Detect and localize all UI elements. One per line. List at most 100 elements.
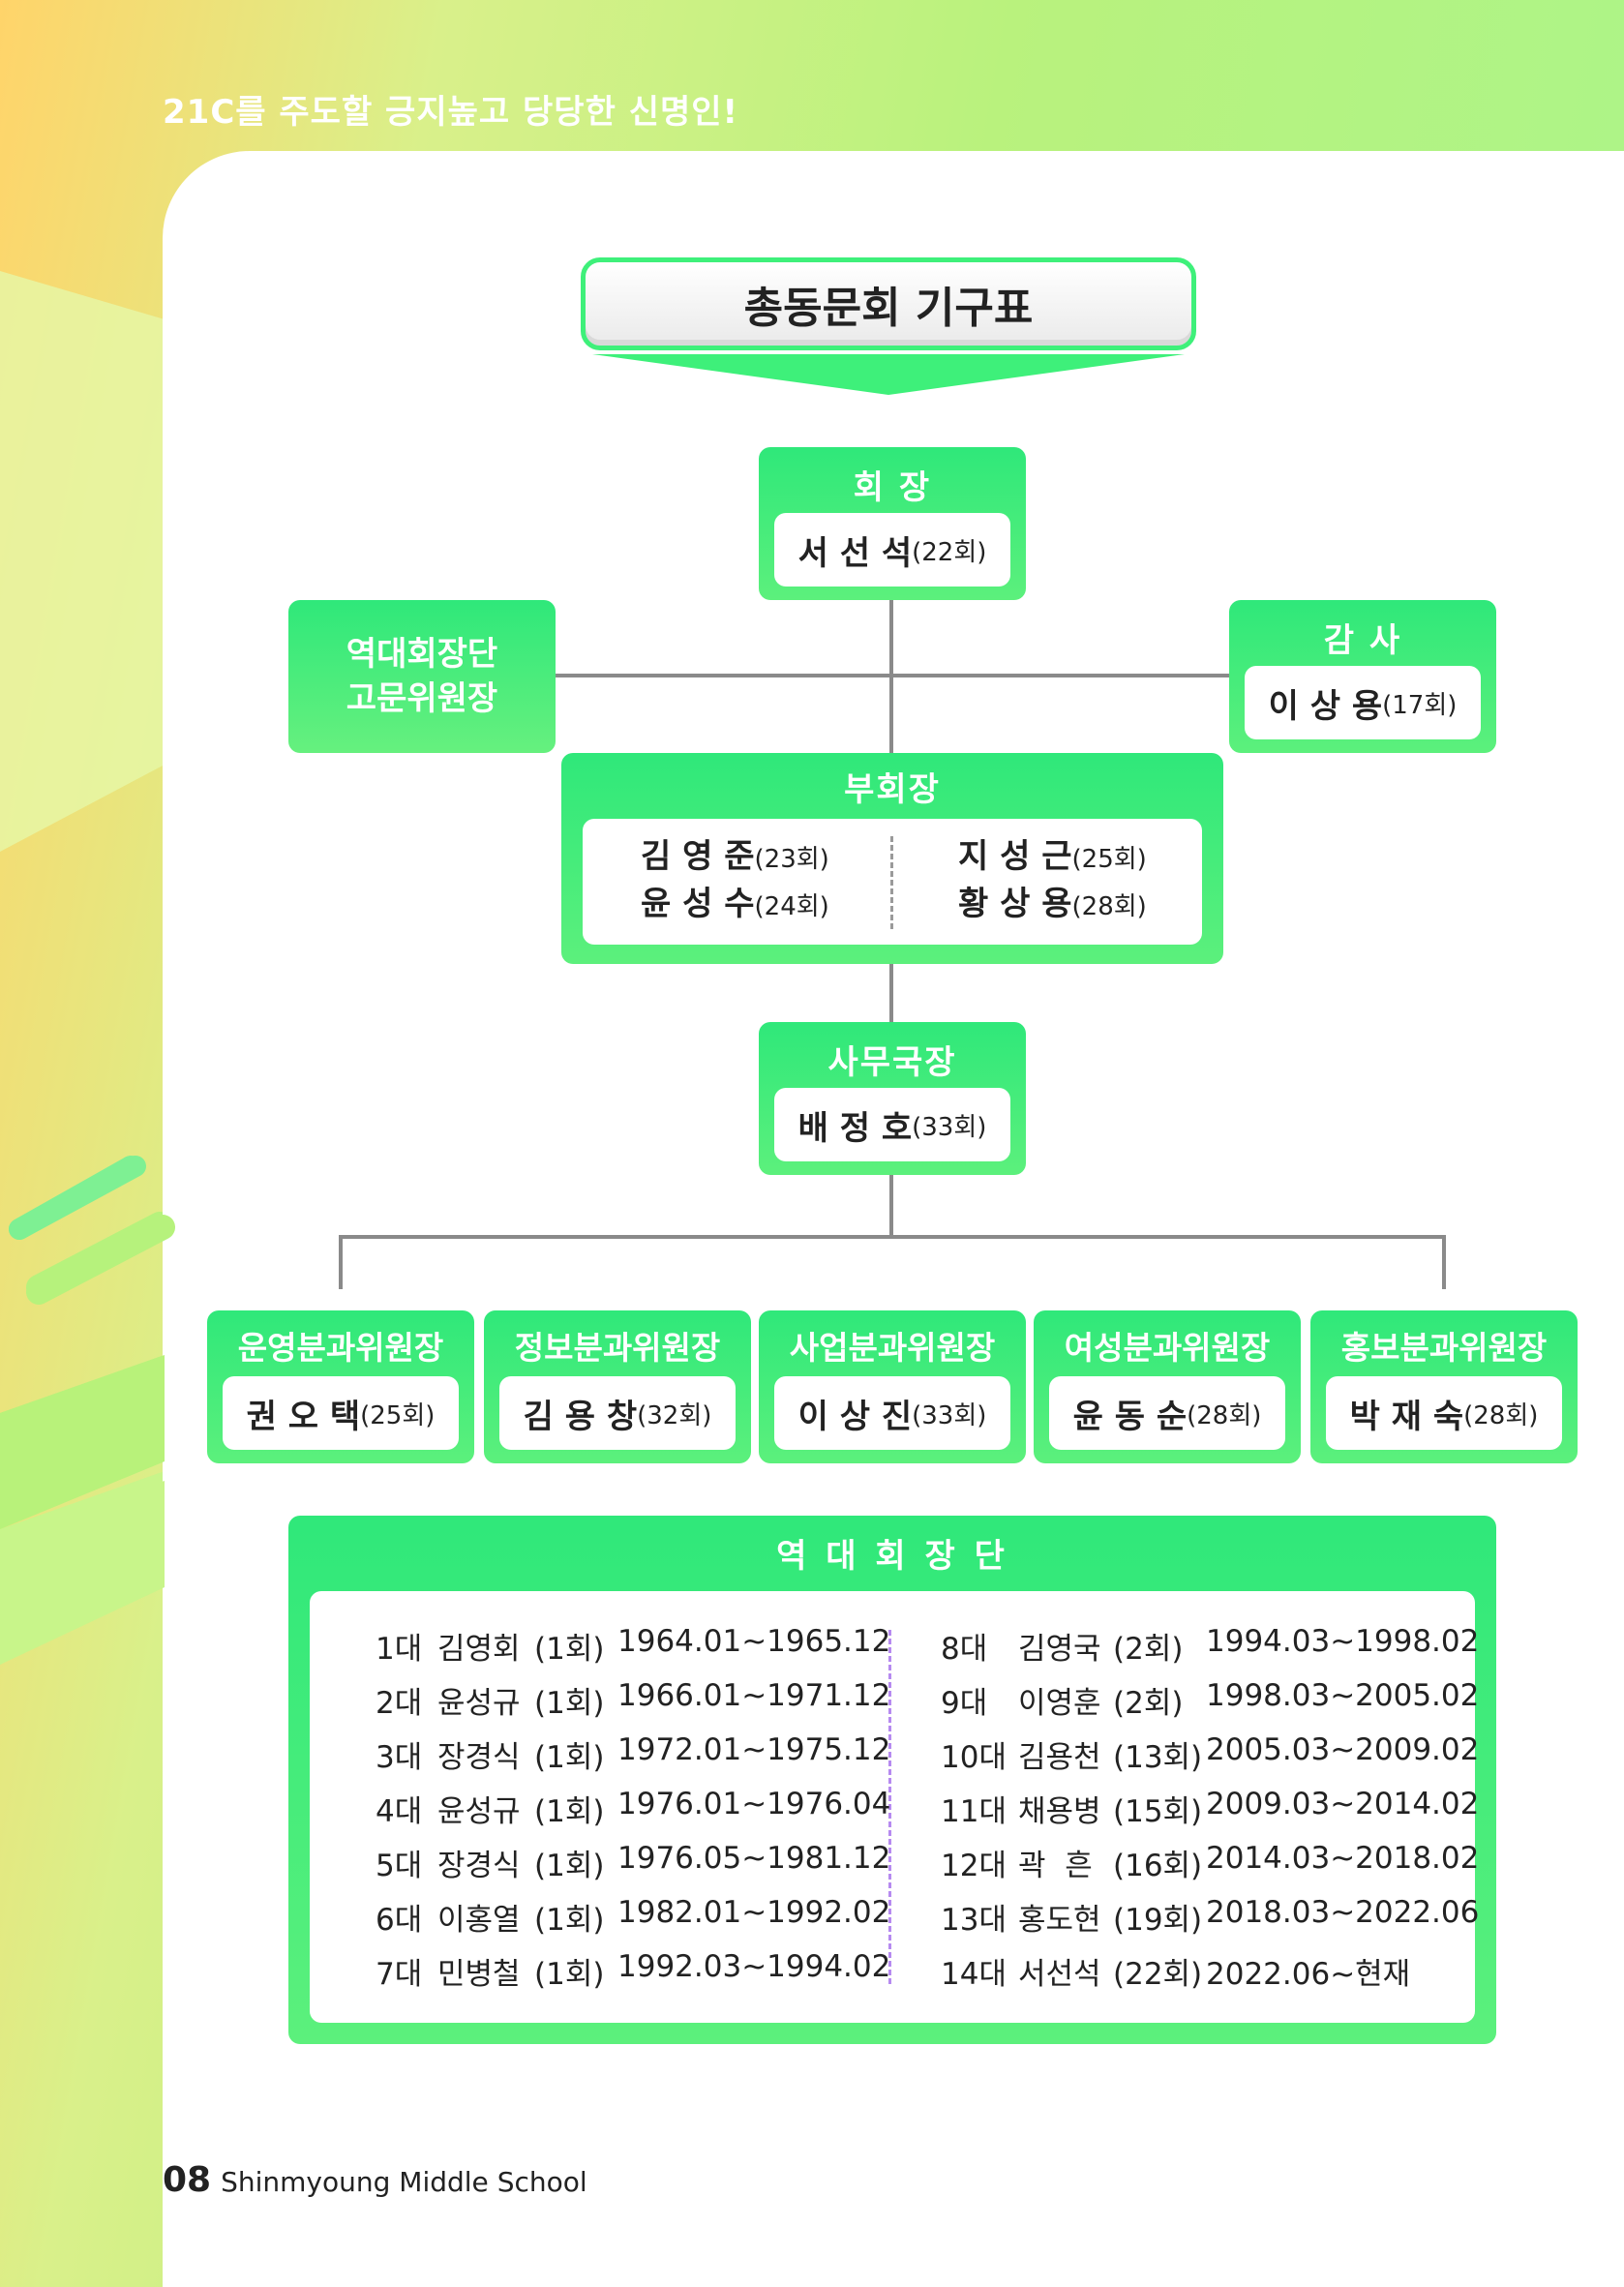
vice-left-row: 윤 성 수(24회) <box>641 882 829 929</box>
secretary-label: 사무국장 <box>827 1043 957 1082</box>
vice-name: 지 성 근 <box>958 837 1072 876</box>
secretary-box: 사무국장 배 정 호(33회) <box>759 1022 1026 1175</box>
vice-left-row: 김 영 준(23회) <box>641 834 829 882</box>
auditor-label: 감 사 <box>1323 621 1402 660</box>
history-class: (2회) <box>1113 1632 1184 1667</box>
connector-committee-left <box>339 1235 343 1289</box>
committee-box: 여성분과위원장 윤 동 순(28회) <box>1034 1310 1301 1463</box>
auditor-box: 감 사 이 상 용(17회) <box>1229 600 1496 753</box>
history-period: 1992.03~1994.02 <box>617 1949 891 1984</box>
left-stripe-front-2 <box>0 1481 165 1665</box>
vice-term: (23회) <box>754 845 829 874</box>
history-class: (19회) <box>1113 1903 1203 1938</box>
history-name: 민병철 <box>437 1957 521 1992</box>
history-box: 역 대 회 장 단 <box>288 1516 1496 2044</box>
history-gen: 8대 <box>941 1632 988 1667</box>
history-gen: 9대 <box>941 1686 988 1721</box>
committee-name: 윤 동 순 <box>1072 1397 1188 1436</box>
advisor-line1: 역대회장단 <box>346 635 498 674</box>
history-class: (1회) <box>534 1849 605 1883</box>
history-class: (1회) <box>534 1632 605 1667</box>
committee-name: 이 상 진 <box>797 1397 913 1436</box>
history-class: (13회) <box>1113 1740 1203 1775</box>
history-name: 곽 흔 <box>1018 1849 1093 1883</box>
president-label: 회 장 <box>853 468 932 507</box>
history-name: 채용병 <box>1018 1794 1101 1829</box>
committee-term: (25회) <box>360 1400 436 1430</box>
history-gen: 14대 <box>941 1957 1007 1992</box>
history-gen: 2대 <box>376 1686 423 1721</box>
history-period: 2022.06~현재 <box>1206 1957 1411 1992</box>
connector-committee-right <box>1442 1235 1446 1289</box>
history-class: (1회) <box>534 1957 605 1992</box>
history-name: 장경식 <box>437 1740 521 1775</box>
committee-name-card: 윤 동 순(28회) <box>1049 1376 1285 1450</box>
history-name: 이영훈 <box>1018 1686 1101 1721</box>
history-name: 김영국 <box>1018 1632 1101 1667</box>
left-dash-front-1 <box>9 1156 146 1240</box>
president-term: (22회) <box>912 537 987 567</box>
history-class: (16회) <box>1113 1849 1203 1883</box>
history-gen: 6대 <box>376 1903 423 1938</box>
vice-president-card: 김 영 준(23회) 윤 성 수(24회) 지 성 근(25회) 황 상 용(2… <box>583 819 1202 945</box>
vice-name: 황 상 용 <box>958 885 1072 923</box>
committee-label: 정보분과위원장 <box>514 1329 721 1367</box>
secretary-name-card: 배 정 호(33회) <box>774 1088 1010 1161</box>
history-name: 장경식 <box>437 1849 521 1883</box>
vice-left-column: 김 영 준(23회) 윤 성 수(24회) <box>641 834 829 929</box>
connector-advisor-auditor <box>556 674 1229 677</box>
vice-right-row: 지 성 근(25회) <box>958 834 1147 882</box>
history-class: (1회) <box>534 1794 605 1829</box>
history-gen: 3대 <box>376 1740 423 1775</box>
title-arrow <box>592 354 1185 395</box>
history-gen: 11대 <box>941 1794 1007 1829</box>
committee-term: (28회) <box>1463 1400 1539 1430</box>
history-period: 2014.03~2018.02 <box>1206 1841 1480 1876</box>
history-class: (15회) <box>1113 1794 1203 1829</box>
president-name: 서 선 석 <box>797 533 913 573</box>
history-gen: 10대 <box>941 1740 1007 1775</box>
vice-divider <box>890 836 893 929</box>
committee-label: 여성분과위원장 <box>1064 1329 1271 1367</box>
history-period: 1998.03~2005.02 <box>1206 1678 1480 1713</box>
history-divider <box>888 1630 891 1984</box>
history-class: (1회) <box>534 1686 605 1721</box>
header-tagline: 21C를 주도할 긍지높고 당당한 신명인! <box>163 93 739 132</box>
vice-right-row: 황 상 용(28회) <box>958 882 1147 929</box>
left-dash-front-2 <box>26 1215 175 1305</box>
history-name: 홍도현 <box>1018 1903 1101 1938</box>
committee-box: 홍보분과위원장 박 재 숙(28회) <box>1310 1310 1578 1463</box>
committee-label: 사업분과위원장 <box>789 1329 996 1367</box>
history-name: 윤성규 <box>437 1794 521 1829</box>
secretary-term: (33회) <box>912 1112 987 1142</box>
left-stripe-front-1 <box>0 1355 165 1529</box>
history-name: 윤성규 <box>437 1686 521 1721</box>
vice-term: (25회) <box>1071 845 1147 874</box>
history-period: 1966.01~1971.12 <box>617 1678 891 1713</box>
committee-label: 운영분과위원장 <box>237 1329 444 1367</box>
vice-name: 김 영 준 <box>641 837 755 876</box>
secretary-name: 배 정 호 <box>797 1108 913 1148</box>
advisor-box: 역대회장단 고문위원장 <box>288 600 556 753</box>
history-gen: 1대 <box>376 1632 423 1667</box>
advisor-line2: 고문위원장 <box>346 679 498 718</box>
history-gen: 7대 <box>376 1957 423 1992</box>
committee-name: 권 오 택 <box>246 1397 361 1436</box>
committee-label: 홍보분과위원장 <box>1340 1329 1548 1367</box>
president-box: 회 장 서 선 석(22회) <box>759 447 1026 600</box>
history-gen: 4대 <box>376 1794 423 1829</box>
committee-box: 운영분과위원장 권 오 택(25회) <box>207 1310 474 1463</box>
auditor-name-card: 이 상 용(17회) <box>1245 666 1481 739</box>
connector-secretary-committees <box>889 1171 893 1237</box>
history-name: 김영회 <box>437 1632 521 1667</box>
vice-right-column: 지 성 근(25회) 황 상 용(28회) <box>958 834 1147 929</box>
history-title: 역 대 회 장 단 <box>776 1537 1008 1576</box>
auditor-name: 이 상 용 <box>1268 686 1383 726</box>
history-gen: 5대 <box>376 1849 423 1883</box>
history-name: 서선석 <box>1018 1957 1101 1992</box>
president-name-card: 서 선 석(22회) <box>774 513 1010 587</box>
history-period: 2009.03~2014.02 <box>1206 1787 1480 1821</box>
history-period: 1976.01~1976.04 <box>617 1787 891 1821</box>
history-name: 김용천 <box>1018 1740 1101 1775</box>
